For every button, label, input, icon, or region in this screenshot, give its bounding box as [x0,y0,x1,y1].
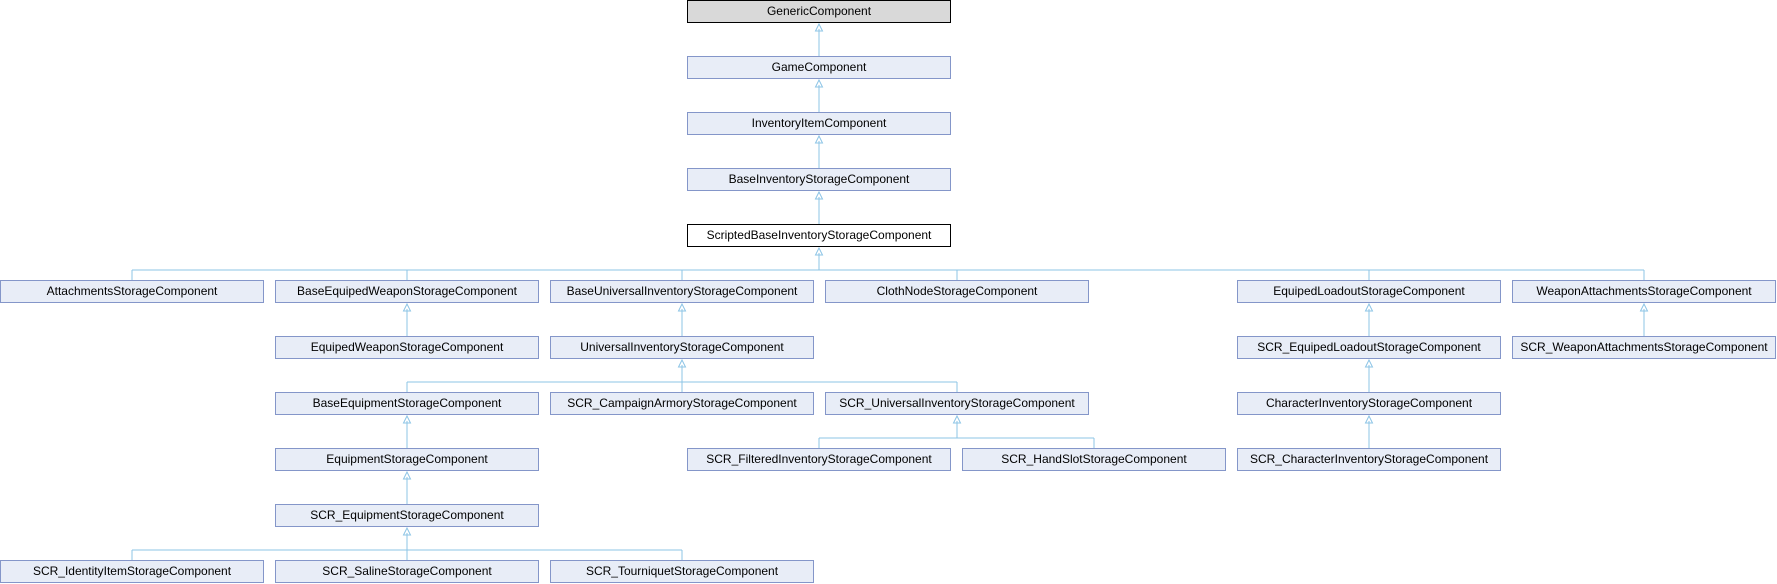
node-game-component[interactable]: GameComponent [687,56,951,79]
node-weapon-attachments-storage-component[interactable]: WeaponAttachmentsStorageComponent [1512,280,1776,303]
inheritance-arrow-icon [1639,302,1649,312]
node-scr-weapon-attachments-storage-component[interactable]: SCR_WeaponAttachmentsStorageComponent [1512,336,1776,359]
node-inventory-item-component[interactable]: InventoryItemComponent [687,112,951,135]
node-base-equipment-storage-component[interactable]: BaseEquipmentStorageComponent [275,392,539,415]
node-scr-campaign-armory-storage-component[interactable]: SCR_CampaignArmoryStorageComponent [550,392,814,415]
node-equiped-weapon-storage-component[interactable]: EquipedWeaponStorageComponent [275,336,539,359]
inheritance-arrow-icon [677,358,687,368]
inheritance-arrow-icon [1364,302,1374,312]
inheritance-arrow-icon [402,414,412,424]
node-scripted-base-inventory-storage-component[interactable]: ScriptedBaseInventoryStorageComponent [687,224,951,247]
node-scr-identity-item-storage-component[interactable]: SCR_IdentityItemStorageComponent [0,560,264,583]
inheritance-arrow-icon [1364,358,1374,368]
node-scr-universal-inventory-storage-component[interactable]: SCR_UniversalInventoryStorageComponent [825,392,1089,415]
inheritance-arrow-icon [814,22,824,32]
inheritance-arrow-icon [402,302,412,312]
node-scr-character-inventory-storage-component[interactable]: SCR_CharacterInventoryStorageComponent [1237,448,1501,471]
node-scr-hand-slot-storage-component[interactable]: SCR_HandSlotStorageComponent [962,448,1226,471]
node-base-equiped-weapon-storage-component[interactable]: BaseEquipedWeaponStorageComponent [275,280,539,303]
node-scr-filtered-inventory-storage-component[interactable]: SCR_FilteredInventoryStorageComponent [687,448,951,471]
inheritance-arrow-icon [677,302,687,312]
node-scr-tourniquet-storage-component[interactable]: SCR_TourniquetStorageComponent [550,560,814,583]
inheritance-arrow-icon [1364,414,1374,424]
inheritance-arrow-icon [814,190,824,200]
node-attachments-storage-component[interactable]: AttachmentsStorageComponent [0,280,264,303]
node-generic-component[interactable]: GenericComponent [687,0,951,23]
node-character-inventory-storage-component[interactable]: CharacterInventoryStorageComponent [1237,392,1501,415]
node-base-universal-inventory-storage-component[interactable]: BaseUniversalInventoryStorageComponent [550,280,814,303]
node-base-inventory-storage-component[interactable]: BaseInventoryStorageComponent [687,168,951,191]
inheritance-arrow-icon [814,78,824,88]
node-equipment-storage-component[interactable]: EquipmentStorageComponent [275,448,539,471]
inheritance-arrow-icon [814,246,824,256]
inheritance-arrow-icon [402,470,412,480]
node-scr-equipment-storage-component[interactable]: SCR_EquipmentStorageComponent [275,504,539,527]
node-scr-saline-storage-component[interactable]: SCR_SalineStorageComponent [275,560,539,583]
node-equiped-loadout-storage-component[interactable]: EquipedLoadoutStorageComponent [1237,280,1501,303]
node-scr-equiped-loadout-storage-component[interactable]: SCR_EquipedLoadoutStorageComponent [1237,336,1501,359]
node-cloth-node-storage-component[interactable]: ClothNodeStorageComponent [825,280,1089,303]
inheritance-arrow-icon [814,134,824,144]
node-universal-inventory-storage-component[interactable]: UniversalInventoryStorageComponent [550,336,814,359]
inheritance-arrow-icon [952,414,962,424]
inheritance-arrow-icon [402,526,412,536]
